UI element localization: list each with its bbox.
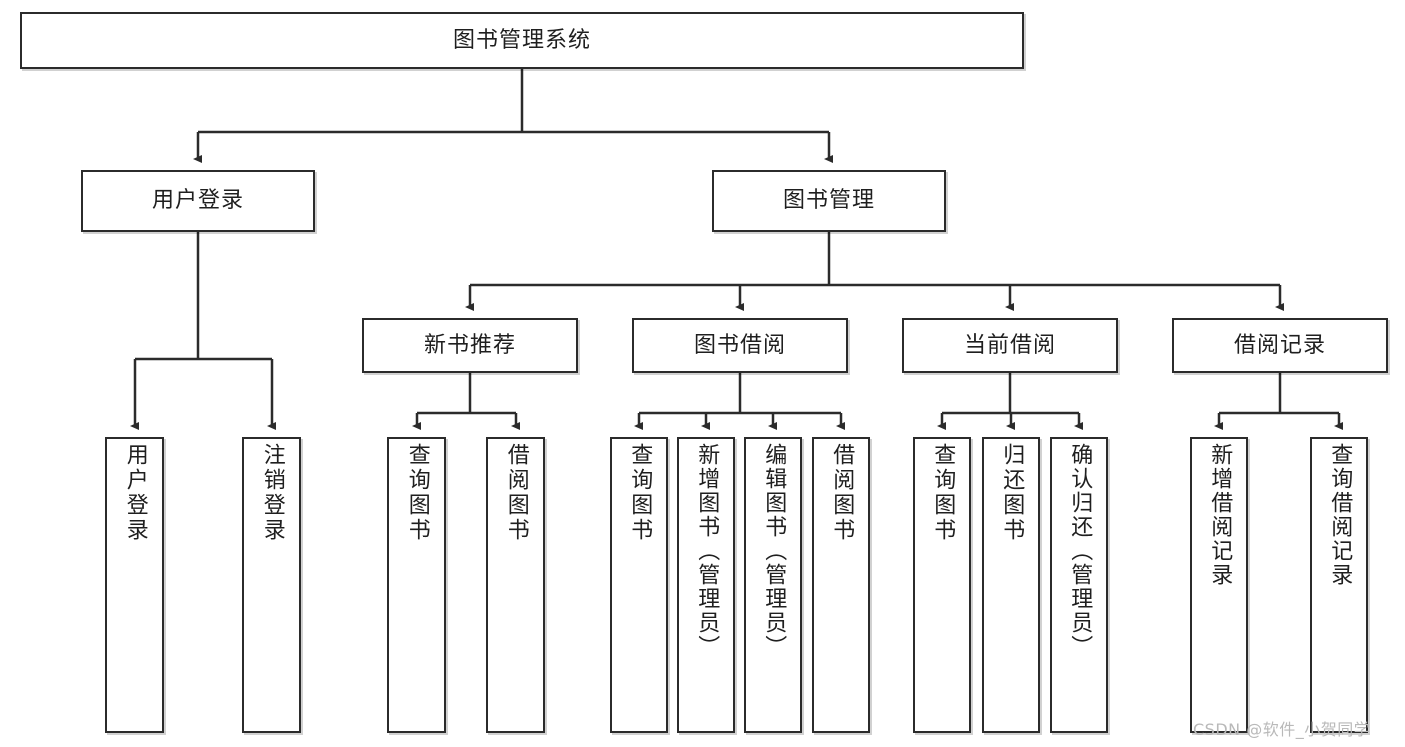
node-label: 用户登录 [151,188,244,214]
node-label: 查询图书 [404,443,430,543]
node-label: 借阅图书 [829,443,855,543]
node-label: 图书管理 [782,188,875,214]
node-label: 借阅记录 [1233,332,1326,358]
node-borrow-record[interactable]: 借阅记录 [1172,318,1388,373]
node-label: 新增图书（管理员） [694,443,720,659]
node-leaf-add-record[interactable]: 新增借阅记录 [1190,437,1248,733]
node-leaf-query-record[interactable]: 查询借阅记录 [1310,437,1368,733]
node-label: 查询借阅记录 [1327,443,1353,587]
node-leaf-borrow-book-1[interactable]: 借阅图书 [486,437,545,733]
node-leaf-return-book[interactable]: 归还图书 [982,437,1040,733]
node-leaf-query-book-3[interactable]: 查询图书 [913,437,971,733]
node-leaf-borrow-book-2[interactable]: 借阅图书 [812,437,870,733]
node-label: 用户登录 [122,443,148,543]
node-leaf-add-book[interactable]: 新增图书（管理员） [677,437,735,733]
node-label: 当前借阅 [963,332,1056,358]
node-label: 归还图书 [999,443,1025,543]
node-book-manage[interactable]: 图书管理 [712,170,946,232]
node-label: 确认归还（管理员） [1067,443,1093,659]
node-label: 查询图书 [627,443,653,543]
node-leaf-user-login[interactable]: 用户登录 [105,437,164,733]
node-label: 图书管理系统 [452,27,591,53]
node-leaf-confirm-ret[interactable]: 确认归还（管理员） [1050,437,1108,733]
node-leaf-query-book-2[interactable]: 查询图书 [610,437,668,733]
node-leaf-logout[interactable]: 注销登录 [242,437,301,733]
node-label: 新增借阅记录 [1207,443,1233,587]
node-current-borrow[interactable]: 当前借阅 [902,318,1118,373]
node-label: 借阅图书 [503,443,529,543]
node-root[interactable]: 图书管理系统 [20,12,1024,69]
node-book-borrow[interactable]: 图书借阅 [632,318,848,373]
csdn-watermark: CSDN @软件_小贺同学 [1193,720,1371,739]
node-new-book-rec[interactable]: 新书推荐 [362,318,578,373]
node-label: 图书借阅 [693,332,786,358]
node-label: 新书推荐 [423,332,516,358]
node-user-login[interactable]: 用户登录 [81,170,315,232]
node-label: 注销登录 [259,443,285,543]
node-leaf-edit-book[interactable]: 编辑图书（管理员） [744,437,802,733]
node-label: 编辑图书（管理员） [761,443,787,659]
node-leaf-query-book-1[interactable]: 查询图书 [387,437,446,733]
node-label: 查询图书 [930,443,956,543]
